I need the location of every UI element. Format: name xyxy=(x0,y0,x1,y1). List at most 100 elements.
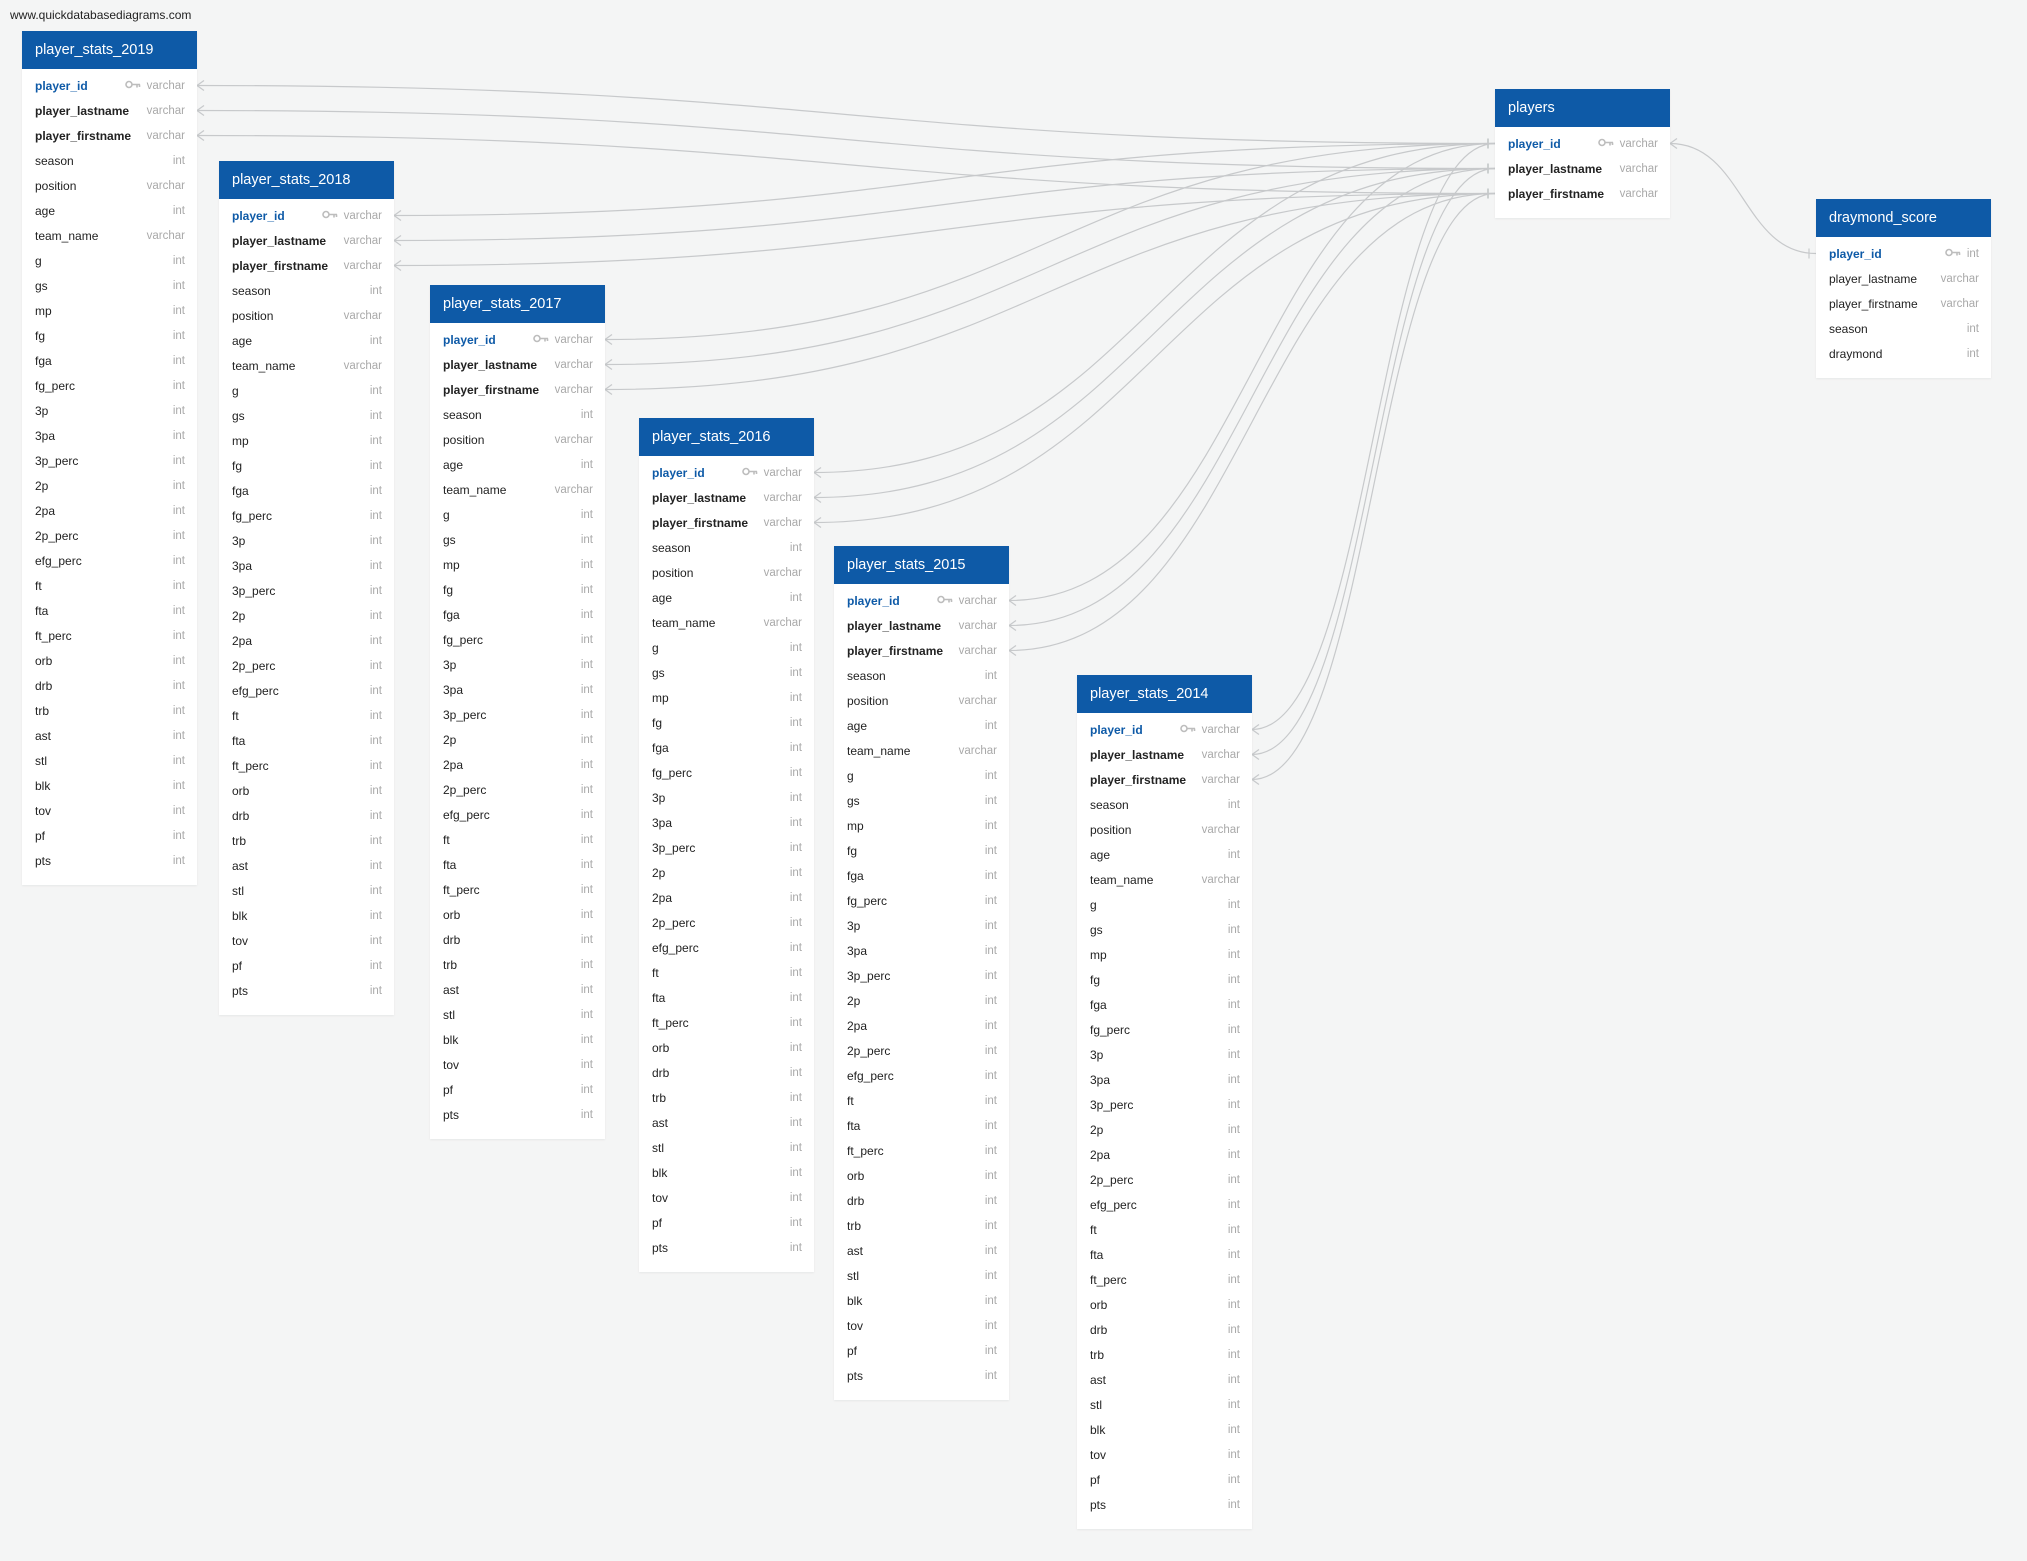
table-header[interactable]: player_stats_2017 xyxy=(430,285,605,323)
table-header[interactable]: draymond_score xyxy=(1816,199,1991,237)
table-header[interactable]: player_stats_2015 xyxy=(834,546,1009,584)
table-header[interactable]: player_stats_2019 xyxy=(22,31,197,69)
